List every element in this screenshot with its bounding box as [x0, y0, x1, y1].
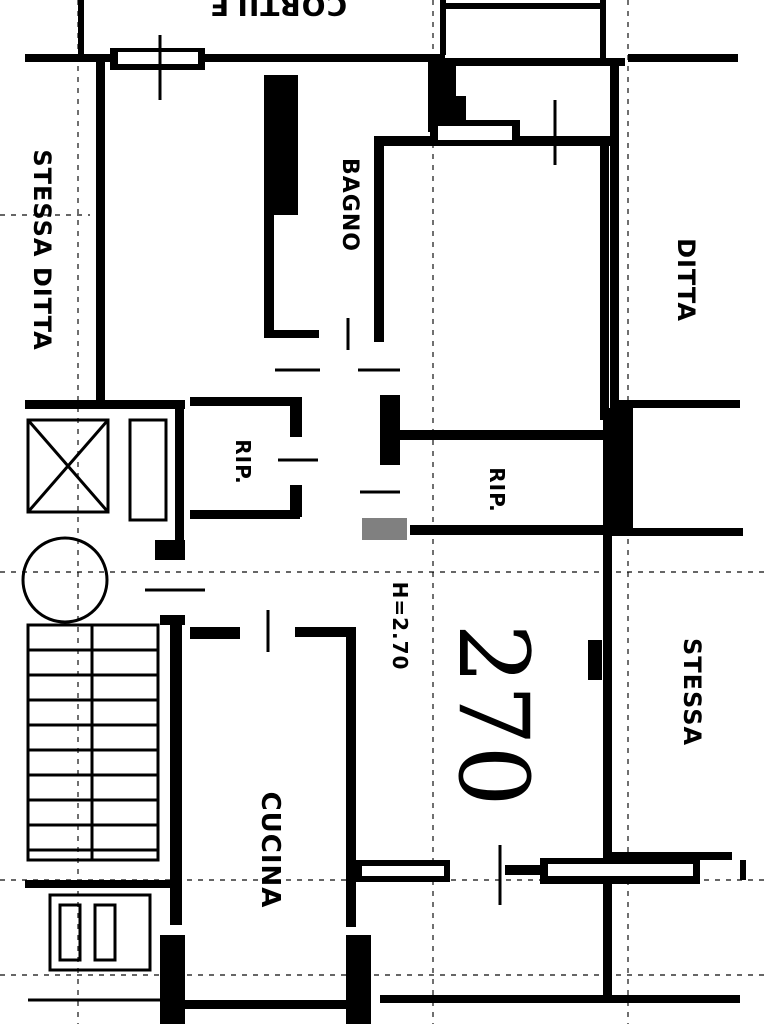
label-stessa-right: STESSA — [678, 638, 706, 746]
label-room-number: 270 — [437, 623, 549, 806]
staircase — [26, 623, 160, 862]
label-ditta: DITTA — [672, 238, 700, 322]
door-openings — [145, 35, 557, 905]
bottom-left-details — [28, 893, 160, 1002]
label-cortile: CORTILE — [209, 0, 347, 22]
label-height: H=2.70 — [388, 582, 412, 671]
label-rip-right: RIP. — [485, 467, 509, 512]
elevator-shaft — [26, 418, 168, 522]
label-rip-left: RIP. — [231, 439, 255, 484]
label-cucina: CUCINA — [255, 792, 285, 909]
label-bagno: BAGNO — [337, 158, 362, 252]
round-stair — [21, 536, 109, 624]
label-stessa-ditta: STESSA DITTA — [28, 149, 56, 350]
walls — [25, 0, 746, 1024]
